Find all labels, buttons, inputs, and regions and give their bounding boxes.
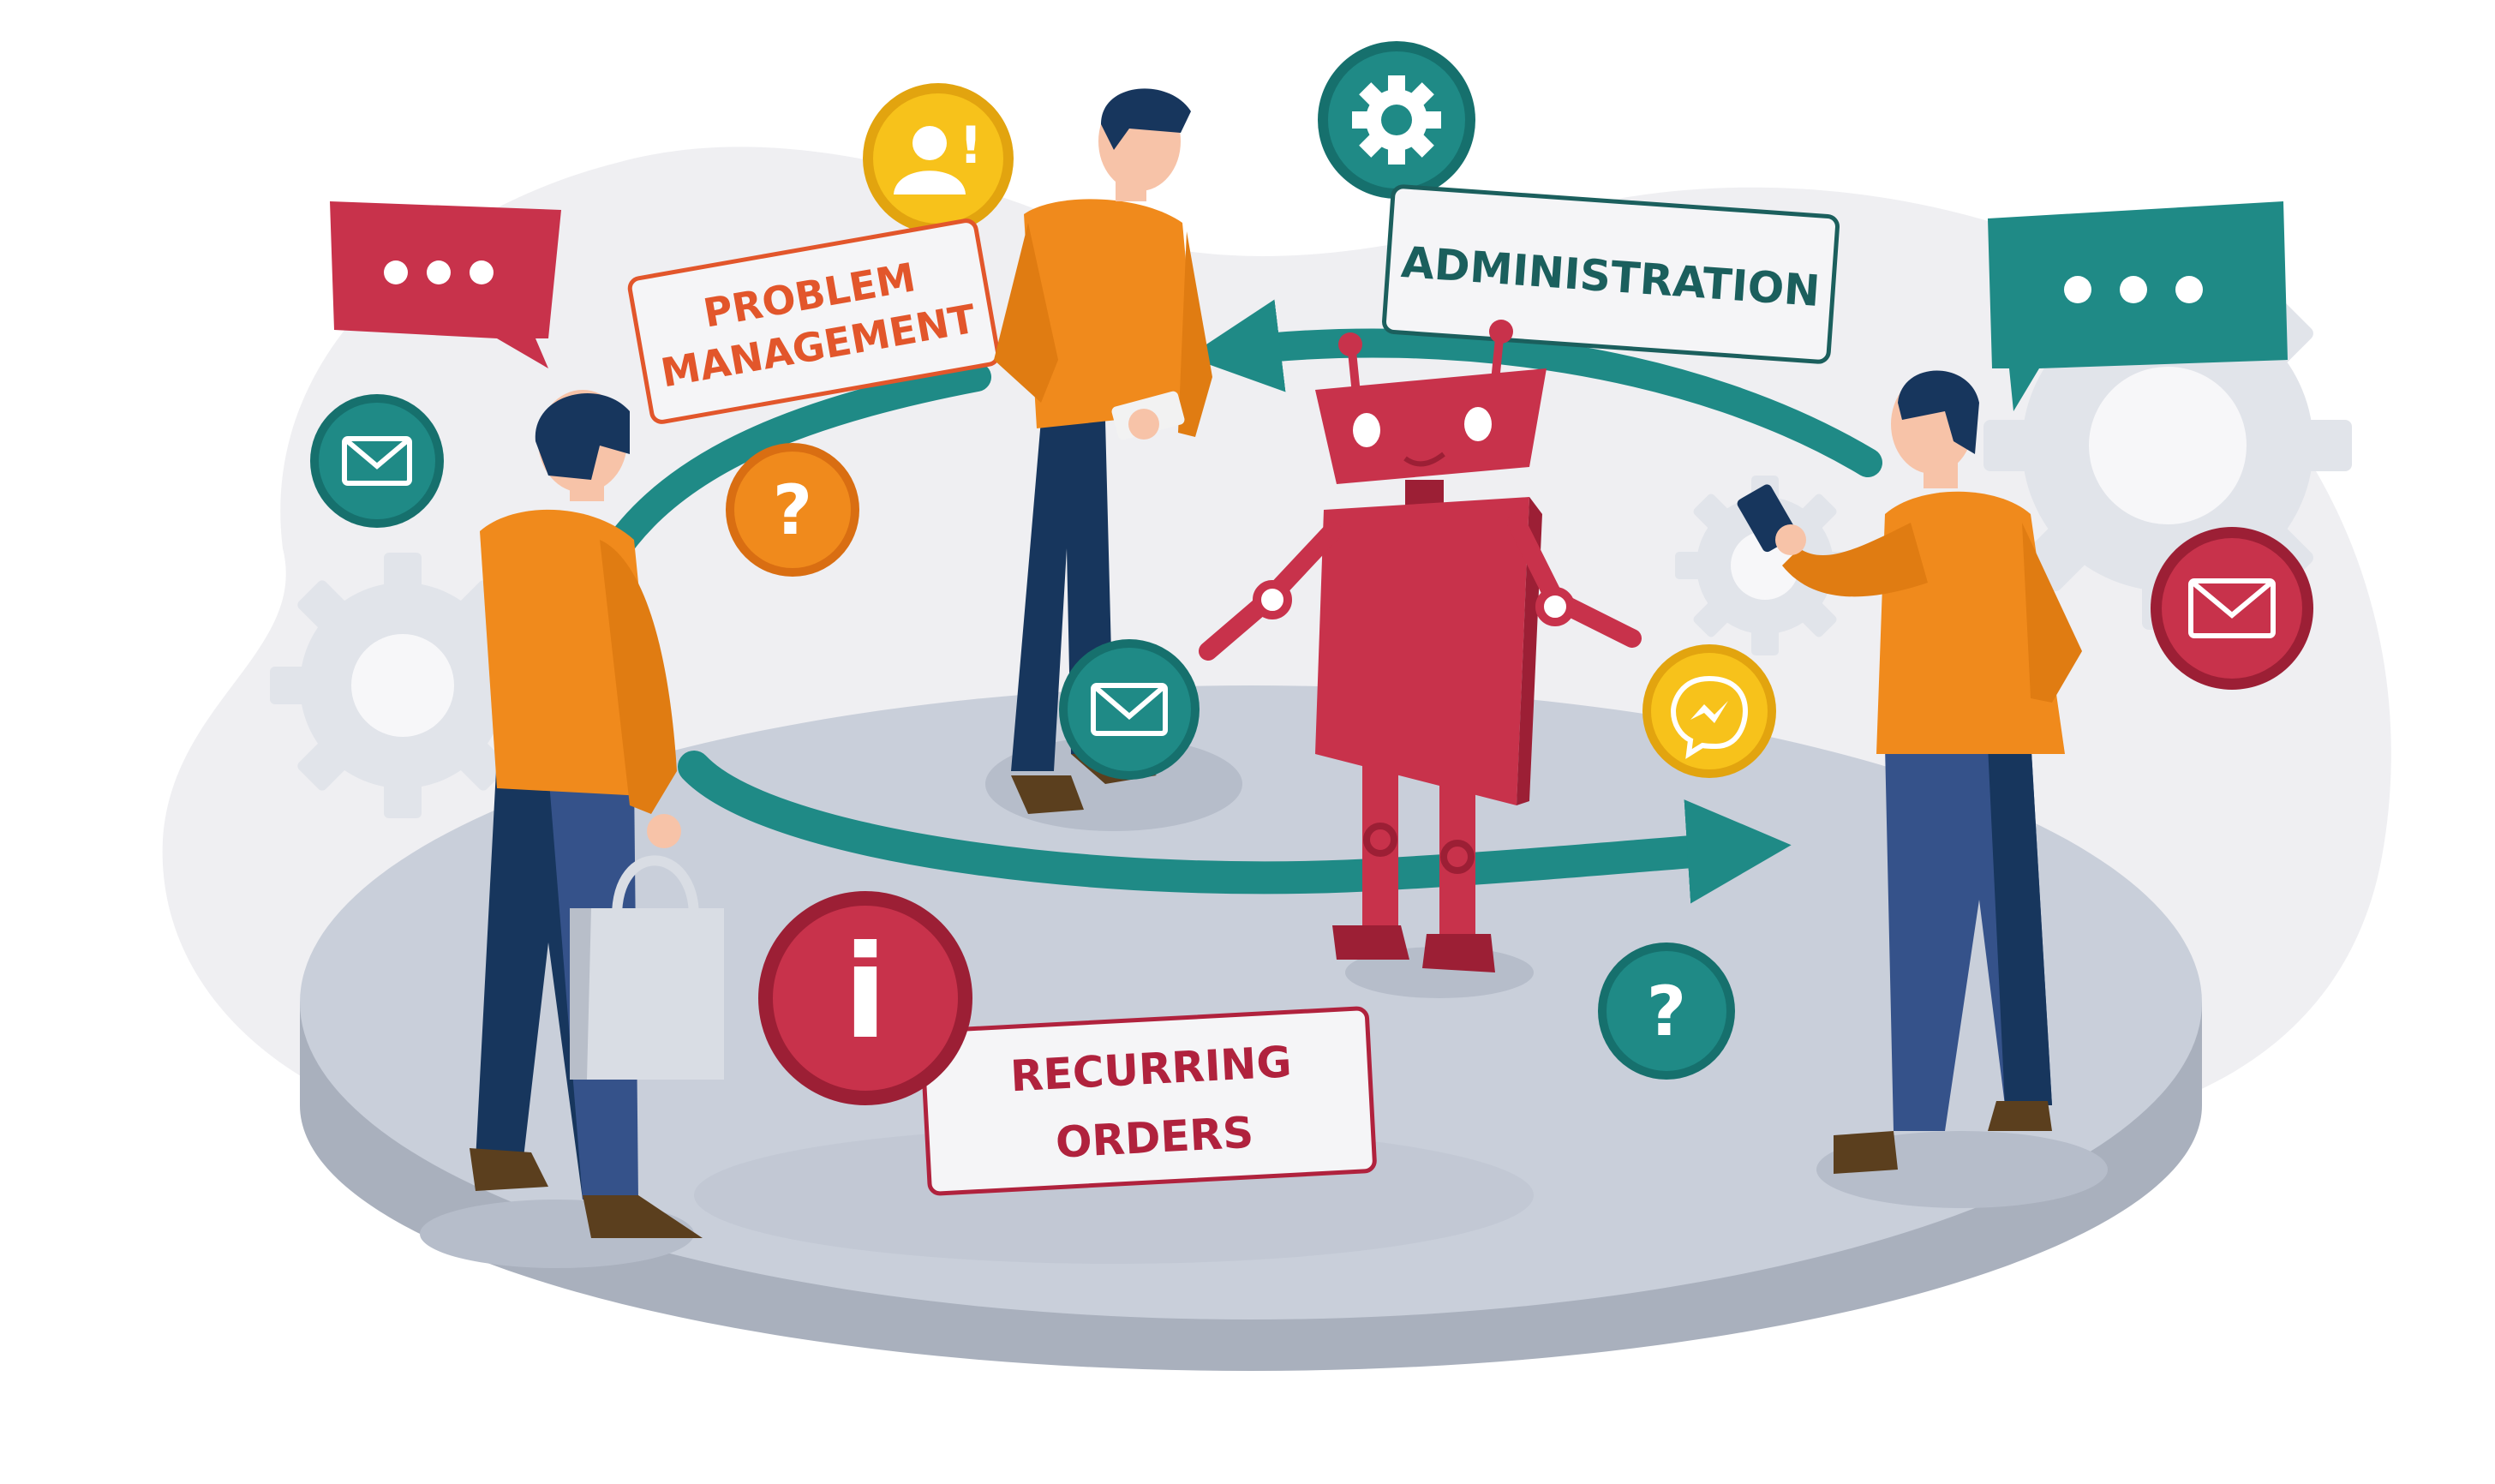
alert-glyph: ! xyxy=(959,116,982,176)
chat-bubble-icon-teal xyxy=(1988,201,2288,411)
flow-arc-left xyxy=(602,362,991,563)
person-center-back xyxy=(985,88,1242,831)
flow-arrow-top xyxy=(1187,299,1882,477)
question-glyph-teal: ? xyxy=(1647,972,1686,1051)
chat-bubble-icon-red xyxy=(330,201,561,368)
question-icon-teal: ? xyxy=(1598,942,1735,1080)
gear-icon-settings xyxy=(1318,41,1475,199)
messenger-icon xyxy=(1642,644,1776,778)
question-icon-orange: ? xyxy=(726,443,859,577)
robot xyxy=(1199,320,1642,998)
label-recurring-orders: RECURRING ORDERS xyxy=(919,1006,1377,1196)
label-administration: ADMINISTRATION xyxy=(1382,184,1840,364)
alert-user-icon: ! xyxy=(863,83,1014,234)
recurring-orders-line2: ORDERS xyxy=(1055,1108,1255,1168)
flow-arrow-bottom xyxy=(678,751,1792,904)
person-right xyxy=(1737,370,2108,1208)
info-icon: i xyxy=(758,891,972,1105)
email-icon-left xyxy=(310,394,444,528)
question-glyph-orange: ? xyxy=(773,470,812,550)
email-icon-robot xyxy=(1059,639,1200,780)
person-left xyxy=(420,390,724,1268)
info-glyph: i xyxy=(843,919,887,1068)
email-icon-right xyxy=(2151,527,2313,690)
